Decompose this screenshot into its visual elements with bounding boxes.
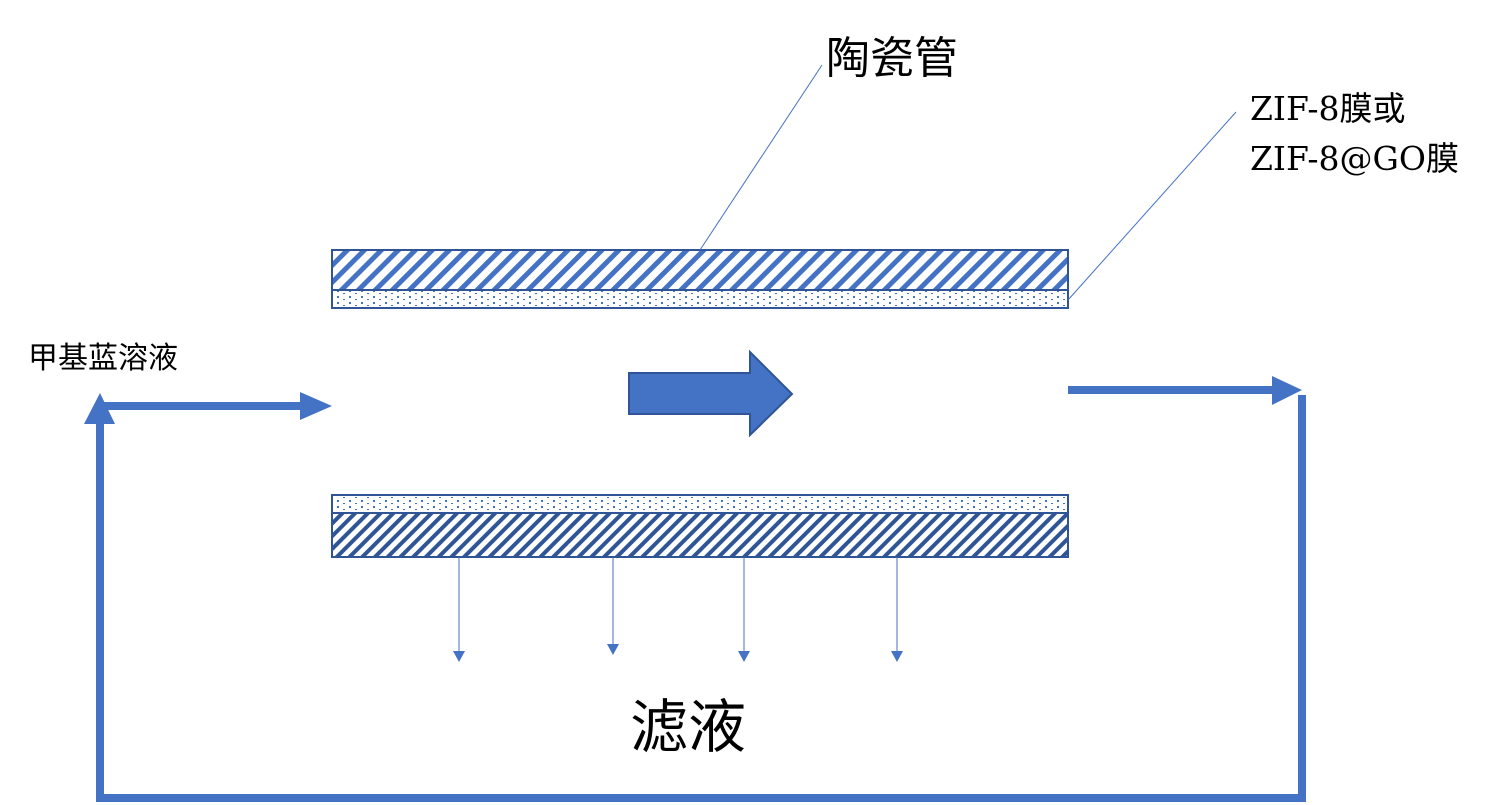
bottom-ceramic-tube-wall [331, 494, 1069, 558]
flow-direction-arrow [628, 349, 794, 438]
top-ceramic-tube-wall [331, 249, 1069, 309]
membrane-label-line2: ZIF-8@GO膜 [1250, 139, 1459, 178]
circulation-loop [84, 376, 1306, 802]
membrane-label-line1: ZIF-8膜或 [1250, 89, 1406, 128]
leader-line-membrane [1067, 111, 1237, 301]
filtrate-label: 滤液 [630, 693, 747, 761]
membrane-label: ZIF-8膜或 ZIF-8@GO膜 [1250, 84, 1459, 184]
filtrate-arrows [453, 557, 903, 662]
ceramic-tube-label: 陶瓷管 [826, 33, 958, 84]
feed-solution-label: 甲基蓝溶液 [28, 341, 178, 376]
leader-line-ceramic [699, 64, 823, 251]
